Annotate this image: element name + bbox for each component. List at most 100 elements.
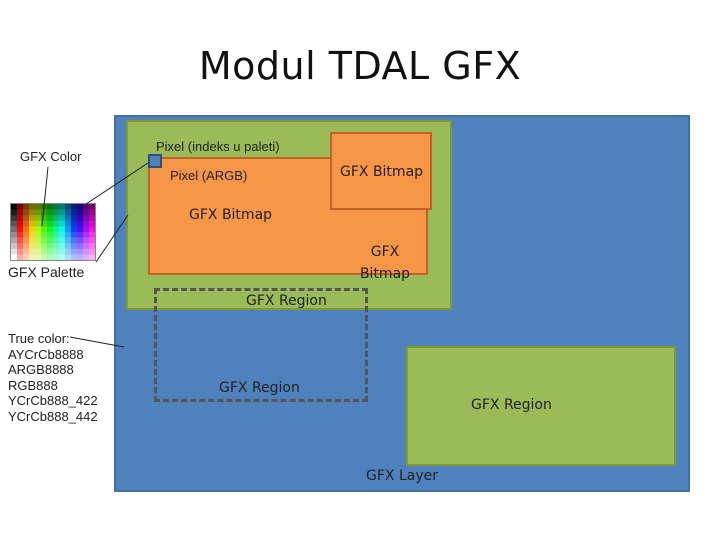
palette-swatch bbox=[89, 248, 95, 255]
palette-swatch bbox=[71, 209, 78, 216]
palette-swatch bbox=[23, 209, 30, 216]
palette-swatch bbox=[83, 226, 90, 233]
palette-swatch bbox=[41, 248, 48, 255]
palette-swatch bbox=[53, 226, 60, 233]
leader-gfx-color bbox=[41, 166, 49, 227]
palette-swatch bbox=[71, 254, 78, 260]
palette-swatch bbox=[23, 215, 30, 222]
palette-swatch bbox=[83, 220, 90, 227]
true-color-line: YCrCb888_422 bbox=[8, 393, 98, 408]
palette-swatch bbox=[53, 209, 60, 216]
palette-swatch bbox=[17, 220, 24, 227]
palette-swatch bbox=[89, 204, 95, 210]
palette-swatch bbox=[17, 215, 24, 222]
palette-swatch bbox=[17, 243, 24, 250]
gfx-region-right-box bbox=[406, 346, 676, 466]
palette-swatch bbox=[59, 204, 66, 210]
leader-gfx-palette bbox=[95, 214, 129, 263]
palette-swatch bbox=[11, 254, 18, 260]
palette-swatch bbox=[65, 254, 72, 260]
palette-swatch bbox=[17, 237, 24, 244]
region-right-label: GFX Region bbox=[471, 397, 552, 413]
palette-swatch bbox=[29, 254, 36, 260]
palette-swatch bbox=[83, 254, 90, 260]
palette-swatch bbox=[71, 220, 78, 227]
leader-pixel-palette bbox=[85, 162, 149, 205]
palette-swatch bbox=[11, 226, 18, 233]
palette-swatch bbox=[17, 232, 24, 238]
palette-swatch bbox=[11, 215, 18, 222]
palette-swatch bbox=[41, 237, 48, 244]
palette-swatch bbox=[35, 220, 42, 227]
bitmap-tall-line1: GFX bbox=[370, 244, 400, 260]
palette-swatch bbox=[35, 237, 42, 244]
palette-swatch bbox=[41, 220, 48, 227]
palette-swatch bbox=[35, 209, 42, 216]
palette-swatch bbox=[29, 209, 36, 216]
palette-swatch bbox=[35, 204, 42, 210]
palette-swatch bbox=[11, 243, 18, 250]
palette-swatch bbox=[29, 226, 36, 233]
palette-swatch bbox=[53, 254, 60, 260]
palette-swatch bbox=[11, 209, 18, 216]
palette-swatch bbox=[35, 248, 42, 255]
palette-swatch bbox=[53, 232, 60, 238]
palette-swatch bbox=[11, 220, 18, 227]
palette-swatch bbox=[53, 237, 60, 244]
bitmap-small-label: GFX Bitmap bbox=[340, 164, 424, 180]
palette-swatch bbox=[65, 232, 72, 238]
palette-swatch bbox=[89, 254, 95, 260]
palette-swatch bbox=[59, 220, 66, 227]
palette-swatch bbox=[47, 243, 54, 250]
palette-swatch bbox=[41, 243, 48, 250]
true-color-line: True color: bbox=[8, 331, 70, 346]
gfx-palette-label: GFX Palette bbox=[8, 264, 85, 280]
palette-swatch bbox=[65, 209, 72, 216]
palette-swatch bbox=[71, 243, 78, 250]
palette-swatch bbox=[83, 209, 90, 216]
palette-swatch bbox=[11, 248, 18, 255]
palette-swatch bbox=[41, 232, 48, 238]
true-color-line: AYCrCb8888 bbox=[8, 346, 84, 362]
palette-swatch bbox=[83, 204, 90, 210]
palette-swatch bbox=[47, 254, 54, 260]
palette-swatch bbox=[89, 237, 95, 244]
palette-swatch bbox=[83, 215, 90, 222]
gfx-bitmap-small-box bbox=[330, 132, 432, 210]
palette-swatch bbox=[71, 232, 78, 238]
region-mid-label: GFX Region bbox=[219, 380, 300, 396]
true-color-line: YCrCb888_442 bbox=[8, 408, 98, 424]
palette-swatch bbox=[65, 237, 72, 244]
palette-swatch bbox=[71, 215, 78, 222]
palette-swatch bbox=[59, 226, 66, 233]
palette-swatch bbox=[23, 243, 30, 250]
palette-swatch bbox=[65, 248, 72, 255]
pixel-argb-label: Pixel (ARGB) bbox=[170, 168, 248, 183]
palette-swatch bbox=[35, 226, 42, 233]
palette-swatch bbox=[29, 220, 36, 227]
palette-swatch bbox=[47, 209, 54, 216]
palette-swatch bbox=[77, 232, 84, 238]
palette-swatch bbox=[83, 232, 90, 238]
true-color-line: RGB888 bbox=[8, 377, 58, 393]
palette-swatch bbox=[71, 248, 78, 255]
palette-swatch bbox=[29, 248, 36, 255]
gfx-region-dashed-box bbox=[154, 288, 368, 402]
palette-swatch bbox=[41, 254, 48, 260]
palette-swatch bbox=[17, 254, 24, 260]
palette-swatch bbox=[59, 243, 66, 250]
palette-swatch bbox=[47, 220, 54, 227]
palette-swatch bbox=[59, 248, 66, 255]
palette-swatch bbox=[23, 248, 30, 255]
palette-swatch bbox=[89, 243, 95, 250]
palette-swatch bbox=[41, 226, 48, 233]
palette-swatch bbox=[35, 215, 42, 222]
palette-swatch bbox=[65, 226, 72, 233]
palette-swatch bbox=[53, 215, 60, 222]
palette-swatch bbox=[29, 237, 36, 244]
palette-swatch bbox=[23, 254, 30, 260]
palette-swatch bbox=[35, 232, 42, 238]
page-title: Modul TDAL GFX bbox=[198, 44, 522, 88]
leader-true-color bbox=[69, 336, 125, 348]
palette-swatch bbox=[53, 243, 60, 250]
